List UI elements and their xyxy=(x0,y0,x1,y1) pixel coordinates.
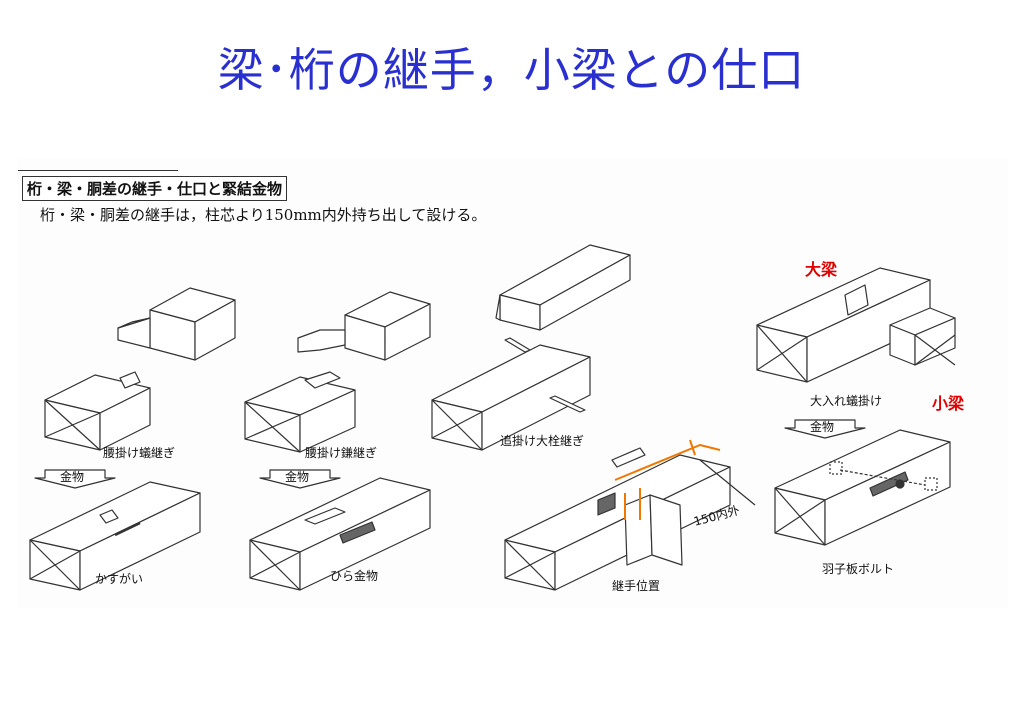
figure-heading: 桁・梁・胴差の継手・仕口と緊結金物 xyxy=(22,176,288,201)
scarf-lower-piece xyxy=(244,371,356,453)
dimension-line xyxy=(699,459,756,506)
arrow-2 xyxy=(259,469,341,489)
dovetail-assembled xyxy=(29,481,201,591)
small-beam-label: 小梁 xyxy=(932,394,965,413)
joint-3-name: 追掛け大栓継ぎ xyxy=(500,434,585,448)
small-beam-drawing xyxy=(889,307,956,366)
keyed-scarf-upper-piece xyxy=(495,244,631,331)
joint-4-name: 大入れ蟻掛け xyxy=(810,394,883,408)
keyed-scarf-assembled xyxy=(504,447,731,591)
scarf-upper-piece xyxy=(297,291,431,361)
keyed-scarf-lower-piece xyxy=(431,344,591,451)
joint-position-marker xyxy=(614,439,721,520)
joint-2-fitting: ひら金物 xyxy=(330,569,379,583)
joint-4-fitting: 羽子板ボルト xyxy=(822,562,895,576)
arrow-2-label: 金物 xyxy=(285,470,310,484)
dovetail-lower-piece xyxy=(44,371,151,451)
post xyxy=(624,494,653,566)
arrow-4 xyxy=(784,419,866,439)
arrow-1-label: 金物 xyxy=(60,470,85,484)
figure-description: 桁・梁・胴差の継手は，柱芯より150mm内外持ち出して設ける。 xyxy=(40,206,487,224)
wood-peg-2 xyxy=(549,395,586,413)
joint-1-name: 腰掛け蟻継ぎ xyxy=(103,446,176,460)
arrow-4-label: 金物 xyxy=(810,420,835,434)
large-beam-label: 大梁 xyxy=(805,260,838,279)
dovetail-upper-piece xyxy=(117,287,236,361)
wood-peg-1 xyxy=(504,337,531,353)
large-beam-drawing xyxy=(756,267,931,383)
arrow-1 xyxy=(34,469,116,489)
joint-3-fitting: 継手位置 xyxy=(612,579,661,593)
joint-2-name: 腰掛け鎌継ぎ xyxy=(305,446,378,460)
scarf-assembled xyxy=(249,477,431,591)
slide-title: 梁･桁の継手，小梁との仕口 xyxy=(217,43,806,97)
heading-rule xyxy=(18,170,178,171)
housed-dovetail-assembled xyxy=(774,429,951,546)
joint-1-fitting: かすがい xyxy=(95,572,144,586)
